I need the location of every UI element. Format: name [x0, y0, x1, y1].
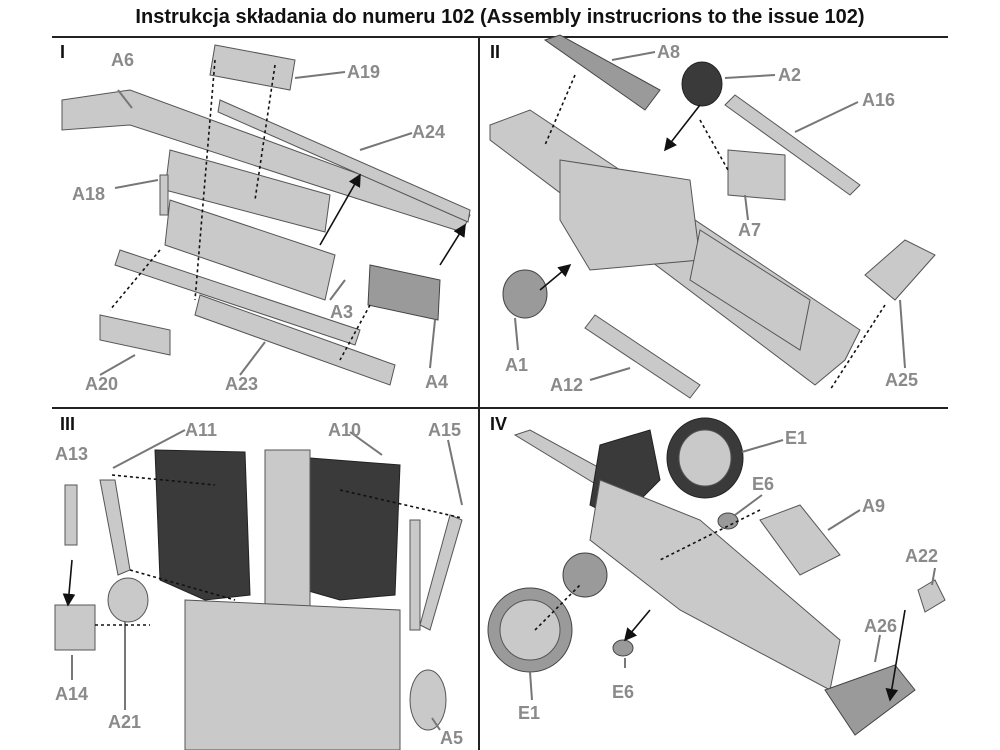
panel-1-art	[61, 44, 471, 386]
part-label: A18	[72, 184, 106, 204]
vertical-divider	[478, 36, 480, 750]
part-label: A5	[440, 728, 464, 748]
part-label: A20	[85, 374, 119, 394]
panel-number-4: IV	[490, 414, 508, 434]
part-label: E1	[785, 428, 808, 448]
part-label: A8	[657, 42, 681, 62]
top-divider	[52, 36, 948, 38]
part-label: A23	[225, 374, 259, 394]
part-label: A26	[864, 616, 898, 636]
horizontal-divider	[52, 407, 948, 409]
panel-2-art	[489, 34, 936, 399]
part-label: A11	[185, 420, 218, 440]
part-label: A1	[505, 355, 529, 375]
panel-number-3: III	[60, 414, 76, 434]
panel-number-1: I	[60, 42, 66, 62]
part-label: A6	[111, 50, 135, 70]
part-label: A21	[108, 712, 142, 732]
panel-4-art	[487, 417, 946, 736]
part-label: A14	[55, 684, 89, 704]
part-label: A9	[862, 496, 886, 516]
panel-number-2: II	[490, 42, 501, 62]
part-label: A19	[347, 62, 381, 82]
part-label: E6	[612, 682, 635, 702]
part-label: A22	[905, 546, 939, 566]
part-label: A13	[55, 444, 89, 464]
part-label: A25	[885, 370, 919, 390]
part-label: A15	[428, 420, 462, 440]
part-label: A3	[330, 302, 354, 322]
part-label: A4	[425, 372, 449, 392]
part-label: A7	[738, 220, 762, 240]
part-label: A16	[862, 90, 896, 110]
part-label: A12	[550, 375, 584, 395]
part-label: A2	[778, 65, 802, 85]
part-label: A10	[328, 420, 362, 440]
part-label: A24	[412, 122, 446, 142]
part-label: E1	[518, 703, 541, 723]
panel-3-art	[54, 429, 463, 750]
part-label: E6	[752, 474, 775, 494]
page-title: Instrukcja składania do numeru 102 (Asse…	[135, 6, 865, 28]
